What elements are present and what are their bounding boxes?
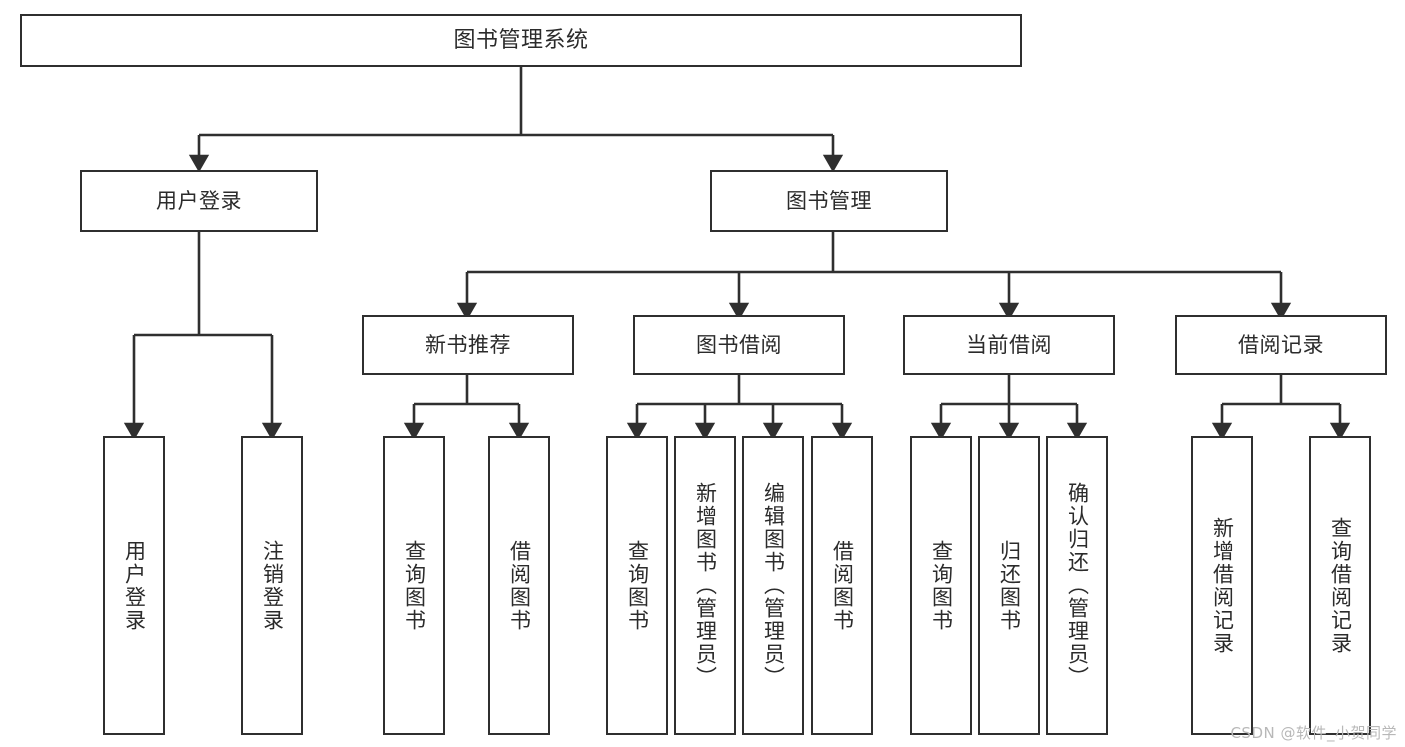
leaf-new-book-query-book[interactable]: 查询图书 bbox=[383, 436, 445, 735]
node-label: 查询图书 bbox=[929, 539, 954, 632]
leaf-book-borrow-borrow-book[interactable]: 借阅图书 bbox=[811, 436, 873, 735]
node-new-book-recommend[interactable]: 新书推荐 bbox=[362, 315, 574, 375]
node-label: 借阅记录 bbox=[1238, 332, 1324, 357]
leaf-user-login-login[interactable]: 用户登录 bbox=[103, 436, 165, 735]
leaf-book-borrow-edit-book-admin[interactable]: 编辑图书（管理员） bbox=[742, 436, 804, 735]
node-label: 图书管理系统 bbox=[453, 27, 589, 53]
node-borrow-record[interactable]: 借阅记录 bbox=[1175, 315, 1387, 375]
node-label: 查询图书 bbox=[402, 539, 427, 632]
node-label: 图书借阅 bbox=[696, 332, 782, 357]
node-label: 当前借阅 bbox=[966, 332, 1052, 357]
leaf-current-borrow-return-book[interactable]: 归还图书 bbox=[978, 436, 1040, 735]
leaf-user-login-logout[interactable]: 注销登录 bbox=[241, 436, 303, 735]
node-label: 新增图书（管理员） bbox=[693, 482, 718, 689]
node-label: 借阅图书 bbox=[830, 539, 855, 632]
node-root-book-management-system[interactable]: 图书管理系统 bbox=[20, 14, 1022, 67]
node-book-borrow[interactable]: 图书借阅 bbox=[633, 315, 845, 375]
node-label: 用户登录 bbox=[122, 539, 147, 632]
leaf-borrow-record-query-record[interactable]: 查询借阅记录 bbox=[1309, 436, 1371, 735]
csdn-watermark: CSDN @软件_小贺同学 bbox=[1230, 724, 1397, 742]
node-label: 归还图书 bbox=[997, 539, 1022, 632]
leaf-book-borrow-query-book[interactable]: 查询图书 bbox=[606, 436, 668, 735]
node-label: 新增借阅记录 bbox=[1210, 516, 1235, 655]
node-label: 编辑图书（管理员） bbox=[761, 482, 786, 689]
leaf-book-borrow-add-book-admin[interactable]: 新增图书（管理员） bbox=[674, 436, 736, 735]
leaf-new-book-borrow-book[interactable]: 借阅图书 bbox=[488, 436, 550, 735]
node-label: 图书管理 bbox=[786, 188, 872, 213]
node-label: 查询借阅记录 bbox=[1328, 516, 1353, 655]
node-current-borrow[interactable]: 当前借阅 bbox=[903, 315, 1115, 375]
node-label: 用户登录 bbox=[156, 188, 242, 213]
leaf-borrow-record-add-record[interactable]: 新增借阅记录 bbox=[1191, 436, 1253, 735]
leaf-current-borrow-query-book[interactable]: 查询图书 bbox=[910, 436, 972, 735]
node-label: 查询图书 bbox=[625, 539, 650, 632]
node-book-management[interactable]: 图书管理 bbox=[710, 170, 948, 232]
node-label: 借阅图书 bbox=[507, 539, 532, 632]
node-label: 新书推荐 bbox=[425, 332, 511, 357]
node-user-login[interactable]: 用户登录 bbox=[80, 170, 318, 232]
node-label: 确认归还（管理员） bbox=[1065, 482, 1090, 689]
leaf-current-borrow-confirm-return-admin[interactable]: 确认归还（管理员） bbox=[1046, 436, 1108, 735]
node-label: 注销登录 bbox=[260, 539, 285, 632]
